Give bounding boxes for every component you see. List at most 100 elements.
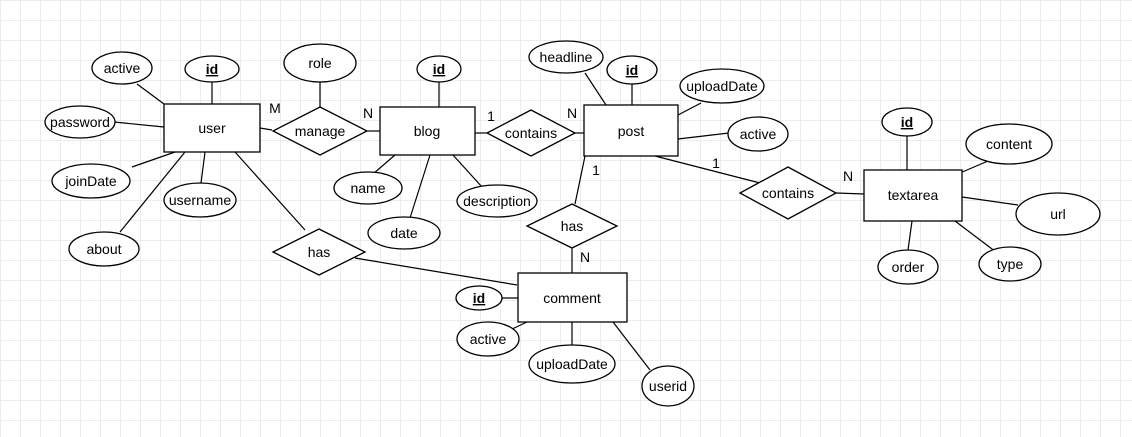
relationship-user-comment-has[interactable]: has — [271, 228, 367, 276]
attribute-label: password — [50, 114, 110, 130]
attribute-textarea-url[interactable]: url — [1015, 192, 1101, 236]
relationship-label: has — [308, 244, 331, 260]
relationship-label: manage — [295, 123, 346, 139]
edge-blog-date — [409, 154, 431, 219]
attribute-label: id — [901, 114, 913, 130]
attribute-user-about[interactable]: about — [68, 231, 140, 267]
attribute-blog-date[interactable]: date — [367, 216, 441, 250]
attribute-label: description — [463, 193, 531, 209]
edge-post-headline — [584, 72, 607, 106]
relationship-label: has — [561, 218, 584, 234]
attribute-comment-active[interactable]: active — [456, 321, 520, 357]
attribute-comment-userid[interactable]: userid — [641, 365, 695, 407]
edge-user-joinDate — [131, 151, 176, 168]
relationship-post-textarea-contains[interactable]: contains — [738, 166, 838, 220]
entity-label: user — [198, 120, 226, 136]
edge-contains2-textarea — [835, 192, 865, 195]
cardinality-post-has: 1 — [592, 162, 600, 178]
cardinality-contains-textarea: N — [843, 168, 853, 184]
entity-textarea[interactable]: textarea — [863, 169, 963, 222]
attribute-label: username — [169, 192, 231, 208]
attribute-user-password[interactable]: password — [44, 105, 116, 139]
cardinality-manage-blog: N — [363, 105, 373, 121]
edge-user-password — [113, 121, 165, 128]
attribute-label: date — [390, 225, 417, 241]
edge-post-contains2 — [654, 155, 761, 184]
attribute-label: uploadDate — [536, 356, 608, 372]
attribute-blog-description[interactable]: description — [456, 184, 538, 218]
attribute-label: joinDate — [64, 173, 117, 189]
entity-post[interactable]: post — [583, 104, 679, 157]
attribute-post-id[interactable]: id — [606, 55, 658, 85]
entity-label: comment — [543, 290, 601, 306]
attribute-blog-id[interactable]: id — [416, 55, 462, 83]
entity-label: textarea — [888, 187, 939, 203]
relationship-post-comment-has[interactable]: has — [525, 203, 619, 249]
attribute-post-active[interactable]: active — [727, 116, 789, 152]
attribute-user-username[interactable]: username — [163, 182, 237, 218]
relationship-manage[interactable]: manage — [271, 106, 369, 156]
attribute-textarea-type[interactable]: type — [978, 246, 1042, 282]
edge-post-uploadDate — [677, 102, 702, 116]
attribute-label: uploadDate — [686, 78, 758, 94]
edge-post-has — [574, 155, 586, 205]
attribute-label: content — [986, 136, 1032, 152]
attribute-manage-role[interactable]: role — [283, 43, 357, 83]
entity-label: post — [618, 123, 645, 139]
cardinality-labels: M N 1 N 1 N 1 N — [269, 100, 853, 265]
edge-post-active — [677, 132, 730, 140]
cardinality-post-contains: 1 — [712, 155, 720, 171]
cardinality-contains-post: N — [567, 105, 577, 121]
entity-label: blog — [414, 123, 440, 139]
attribute-label: active — [470, 331, 507, 347]
attribute-label: name — [350, 180, 385, 196]
attribute-label: order — [892, 259, 925, 275]
attribute-label: url — [1050, 206, 1066, 222]
attribute-label: id — [626, 62, 638, 78]
edge-user-has — [234, 151, 306, 231]
attribute-post-headline[interactable]: headline — [528, 40, 604, 74]
attribute-label: id — [433, 61, 445, 77]
attribute-textarea-order[interactable]: order — [877, 249, 939, 285]
relationship-label: contains — [505, 125, 557, 141]
edge-has-comment2 — [354, 257, 518, 286]
entity-comment[interactable]: comment — [517, 272, 628, 323]
attribute-label: active — [740, 126, 777, 142]
attribute-blog-name[interactable]: name — [333, 171, 403, 205]
attribute-label: userid — [649, 378, 687, 394]
attribute-user-joinDate[interactable]: joinDate — [51, 163, 131, 199]
edge-user-username — [200, 151, 206, 184]
relationship-label: contains — [762, 185, 814, 201]
relationship-blog-post-contains[interactable]: contains — [485, 109, 577, 157]
attribute-label: headline — [540, 49, 593, 65]
edge-blog-description — [452, 154, 483, 188]
attribute-comment-id[interactable]: id — [455, 285, 503, 311]
attribute-textarea-content[interactable]: content — [965, 123, 1053, 165]
connectors — [113, 72, 1019, 371]
attribute-user-active[interactable]: active — [91, 51, 153, 85]
edge-textarea-order — [907, 220, 913, 251]
edge-blog-name — [372, 154, 396, 175]
attribute-label: id — [206, 61, 218, 77]
edge-user-about — [119, 151, 186, 233]
attribute-post-uploadDate[interactable]: uploadDate — [679, 68, 765, 104]
edge-comment-userid — [612, 321, 651, 371]
attribute-label: id — [473, 290, 485, 306]
attribute-user-id[interactable]: id — [184, 55, 240, 83]
entity-user[interactable]: user — [163, 103, 261, 153]
edge-user-active — [136, 83, 165, 105]
attribute-comment-uploadDate[interactable]: uploadDate — [528, 344, 616, 384]
attribute-textarea-id[interactable]: id — [881, 107, 933, 137]
cardinality-user-manage: M — [269, 100, 281, 116]
cardinality-blog-contains: 1 — [487, 108, 495, 124]
cardinality-has-comment: N — [580, 249, 590, 265]
entity-blog[interactable]: blog — [379, 106, 476, 156]
edge-textarea-url — [961, 196, 1019, 206]
attribute-label: role — [308, 55, 332, 71]
attribute-label: active — [104, 60, 141, 76]
attribute-label: type — [997, 256, 1024, 272]
edge-textarea-type — [954, 220, 997, 253]
edge-user-manage — [259, 127, 273, 131]
attribute-label: about — [86, 241, 121, 257]
